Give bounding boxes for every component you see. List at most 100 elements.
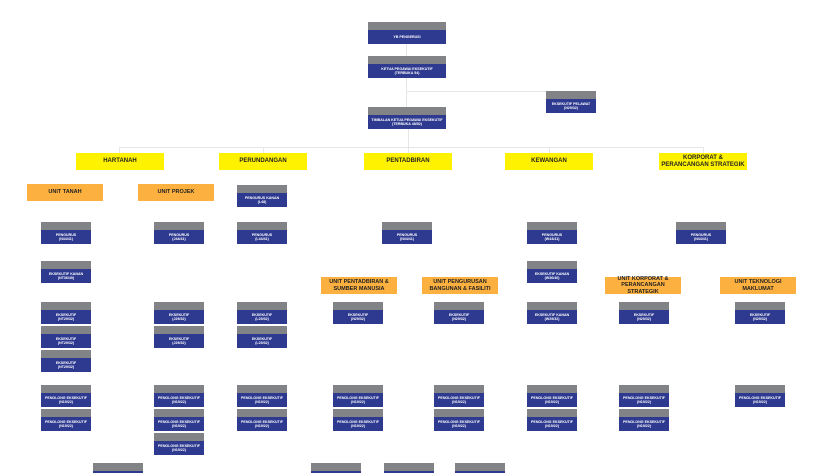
position-box: PENOLONG EKSEKUTIF(N19/22) xyxy=(333,409,383,431)
position-grade: (NT29/32) xyxy=(57,365,75,369)
department-banner: PENTADBIRAN xyxy=(364,153,452,170)
position-box-header xyxy=(237,302,287,310)
position-box-header xyxy=(434,302,484,310)
position-box-body: PENGURUS(L44/41) xyxy=(237,230,287,244)
position-box-header xyxy=(237,185,287,193)
position-box: EKSEKUTIF(N29/32) xyxy=(333,302,383,324)
position-grade: (J29/32) xyxy=(172,341,186,345)
position-title: PENOLONG EKSEKUTIF xyxy=(45,419,87,424)
position-title: PENOLONG EKSEKUTIF xyxy=(739,395,781,400)
unit-label: UNIT PENGURUSAN BANGUNAN & FASILITI xyxy=(422,277,498,294)
position-box-header xyxy=(382,222,432,230)
position-box-body: PENOLONG EKSEKUTIF(N19/22) xyxy=(527,393,577,407)
position-box: EKSEKUTIF PELAWAT(N29/32) xyxy=(546,91,596,113)
position-box-body xyxy=(455,471,505,473)
position-box-body: PENOLONG EKSEKUTIF(N19/22) xyxy=(333,393,383,407)
position-box-body: PENGURUS(J44/41) xyxy=(154,230,204,244)
position-box-header xyxy=(434,385,484,393)
position-grade: (N19/22) xyxy=(545,400,559,404)
position-box-body: KETUA PEGAWAI EKSEKUTIF(TERBUKA 54) xyxy=(368,64,446,78)
position-grade: (N44/41) xyxy=(59,237,73,241)
position-box-header xyxy=(527,222,577,230)
position-box-header xyxy=(368,107,446,115)
department-banner: PERUNDANGAN xyxy=(219,153,307,170)
position-grade: (N19/22) xyxy=(172,400,186,404)
unit-label: UNIT TEKNOLOGI MAKLUMAT xyxy=(720,277,796,294)
position-box-header xyxy=(41,302,91,310)
position-box-body: EKSEKUTIF(NT29/32) xyxy=(41,310,91,324)
position-box-body xyxy=(384,471,434,473)
position-box: PENGURUS(J44/41) xyxy=(154,222,204,244)
position-box: PENOLONG EKSEKUTIF(N19/22) xyxy=(527,385,577,407)
position-title: PENOLONG EKSEKUTIF xyxy=(438,395,480,400)
position-box: PENGURUS(L44/41) xyxy=(237,222,287,244)
position-box: EKSEKUTIF KANAN(NT36/40) xyxy=(41,261,91,283)
unit-label: UNIT KORPORAT & PERANCANGAN STRATEGIK xyxy=(605,276,681,295)
position-grade: (W44/41) xyxy=(544,237,560,241)
position-title: PENOLONG EKSEKUTIF xyxy=(241,395,283,400)
position-box-body: EKSEKUTIF(L29/32) xyxy=(237,334,287,348)
position-box: EKSEKUTIF KANAN(W36/40) xyxy=(527,261,577,283)
position-grade: (N44/41) xyxy=(694,237,708,241)
position-grade: (NT29/32) xyxy=(57,317,75,321)
position-box: EKSEKUTIF(J29/32) xyxy=(154,326,204,348)
position-box-body: EKSEKUTIF(N29/32) xyxy=(735,310,785,324)
position-grade: (N19/22) xyxy=(59,400,73,404)
position-title: PENGURUS xyxy=(690,232,712,237)
position-box: PENOLONG EKSEKUTIF(N19/22) xyxy=(735,385,785,407)
position-grade: (W29/32) xyxy=(544,317,560,321)
position-box-body xyxy=(311,471,361,473)
position-box-body: PENGURUS KANAN(L48) xyxy=(237,193,287,207)
department-banner: KEWANGAN xyxy=(505,153,593,170)
position-grade: (N29/32) xyxy=(452,317,466,321)
position-title: PENOLONG EKSEKUTIF xyxy=(623,419,665,424)
position-box-header xyxy=(527,261,577,269)
position-box: PENOLONG EKSEKUTIF(N19/22) xyxy=(154,433,204,455)
connector-line xyxy=(408,128,409,153)
position-box-body: EKSEKUTIF PELAWAT(N29/32) xyxy=(546,99,596,113)
position-title: KETUA PEGAWAI EKSEKUTIF xyxy=(381,66,433,71)
position-box: PENOLONG EKSEKUTIF(N19/22) xyxy=(619,409,669,431)
position-grade: (J44/41) xyxy=(172,237,186,241)
position-title: EKSEKUTIF xyxy=(251,312,273,317)
connector-line xyxy=(406,43,407,56)
position-title: PENGURUS KANAN xyxy=(244,195,280,200)
position-box-header xyxy=(735,385,785,393)
position-box-cutoff xyxy=(311,463,361,473)
position-box-body: EKSEKUTIF KANAN(W36/40) xyxy=(527,269,577,283)
position-box-body: PENOLONG EKSEKUTIF(N19/22) xyxy=(735,393,785,407)
position-title: EKSEKUTIF xyxy=(251,336,273,341)
position-box-cutoff xyxy=(93,463,143,473)
position-box: PENOLONG EKSEKUTIF(N19/22) xyxy=(237,385,287,407)
position-box: PENOLONG EKSEKUTIF(N19/22) xyxy=(333,385,383,407)
position-box-body xyxy=(93,471,143,473)
position-box-header xyxy=(41,409,91,417)
position-box-body: PENOLONG EKSEKUTIF(N19/22) xyxy=(41,393,91,407)
position-box-body: PENGURUS(N44/41) xyxy=(382,230,432,244)
position-box-header xyxy=(619,385,669,393)
position-box-header xyxy=(333,385,383,393)
position-grade: (N19/22) xyxy=(637,400,651,404)
position-title: EKSEKUTIF KANAN xyxy=(48,271,84,276)
position-box-cutoff xyxy=(455,463,505,473)
position-box-header xyxy=(527,385,577,393)
position-title: PENOLONG EKSEKUTIF xyxy=(531,395,573,400)
position-box-header xyxy=(41,326,91,334)
position-grade: (N19/22) xyxy=(452,400,466,404)
position-title: PENGURUS xyxy=(251,232,273,237)
position-box-body: EKSEKUTIF(N29/32) xyxy=(434,310,484,324)
position-box-header xyxy=(333,409,383,417)
position-box-body: PENOLONG EKSEKUTIF(N19/22) xyxy=(527,417,577,431)
position-box: PENGURUS(N44/41) xyxy=(382,222,432,244)
position-grade: (N29/32) xyxy=(564,106,578,110)
position-box-body: YB PENGERUSI xyxy=(368,30,446,44)
position-box-header xyxy=(154,302,204,310)
position-box-body: PENOLONG EKSEKUTIF(N19/22) xyxy=(619,417,669,431)
position-grade: (N19/22) xyxy=(255,424,269,428)
position-grade: (J29/32) xyxy=(172,317,186,321)
position-box-body: PENOLONG EKSEKUTIF(N19/22) xyxy=(434,393,484,407)
position-grade: (N19/22) xyxy=(351,400,365,404)
position-title: TIMBALAN KETUA PEGAWAI EKSEKUTIF xyxy=(371,117,443,122)
position-title: EKSEKUTIF xyxy=(633,312,655,317)
position-title: EKSEKUTIF PELAWAT xyxy=(551,101,591,106)
